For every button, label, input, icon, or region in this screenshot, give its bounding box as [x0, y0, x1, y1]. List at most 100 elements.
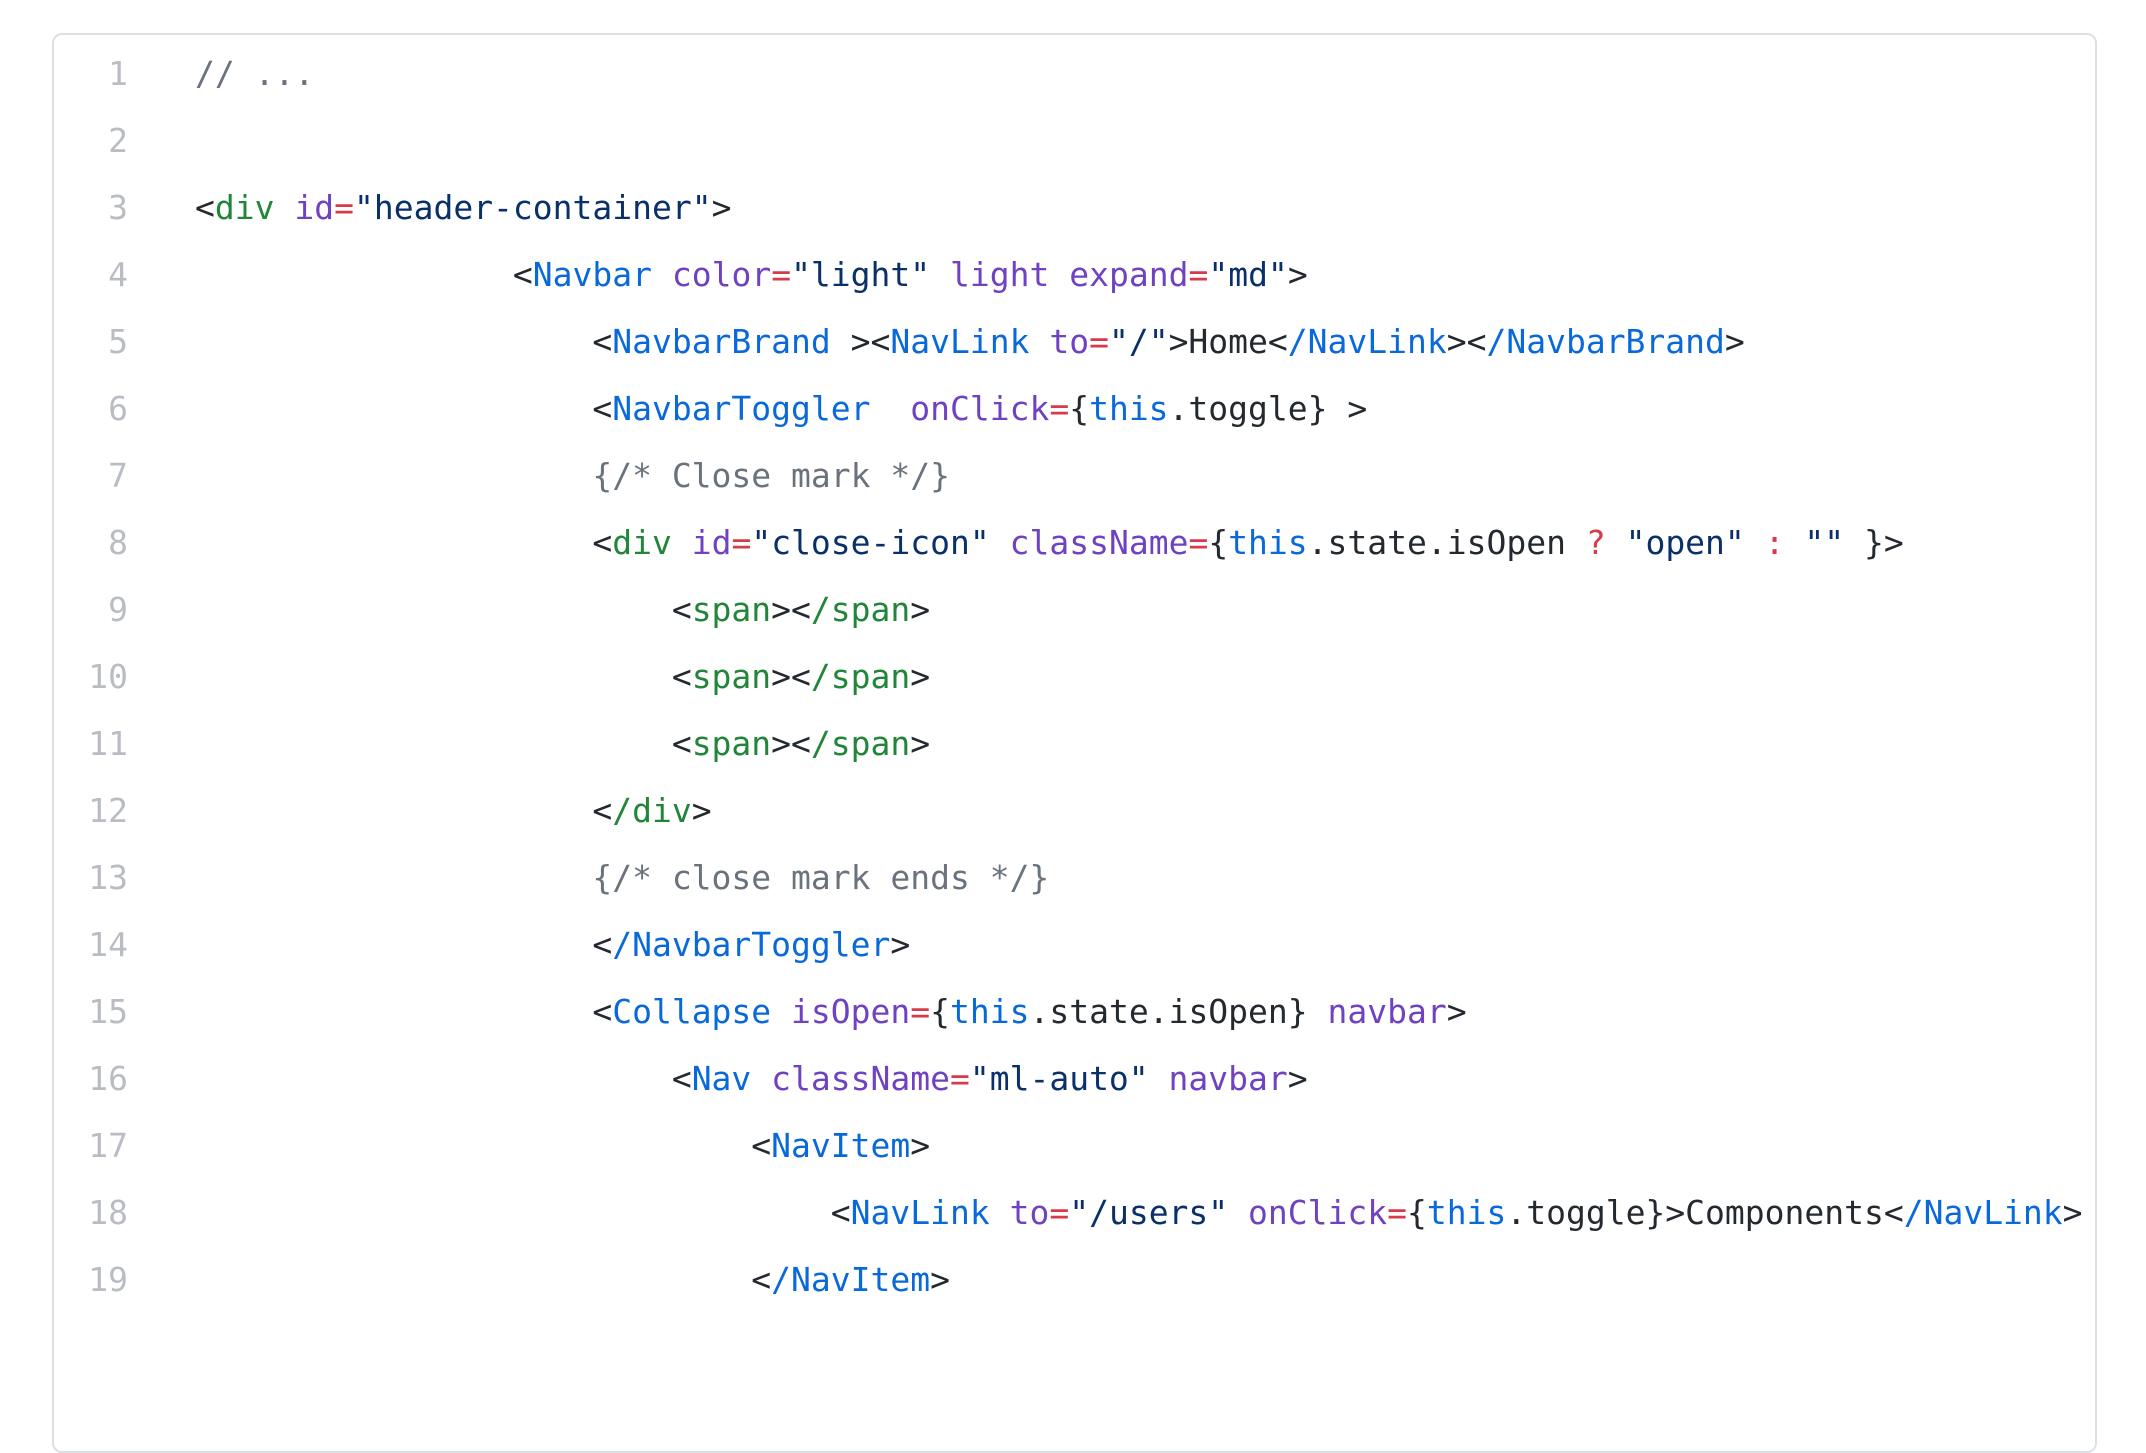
token-string: ""	[1804, 523, 1845, 562]
code-line-content: <div id="header-container">	[128, 174, 731, 241]
token-text: >	[1287, 255, 1308, 294]
line-number: 3	[108, 188, 128, 227]
token-attribute: to	[1049, 322, 1090, 361]
line-number: 15	[88, 992, 128, 1031]
token-text	[1745, 523, 1765, 562]
token-string: "/"	[1108, 322, 1169, 361]
token-text: .state.isOpen	[1307, 523, 1586, 562]
code-line: 4<Navbar color="light" light expand="md"…	[54, 241, 2095, 308]
token-text: ><	[1446, 322, 1487, 361]
line-number: 2	[108, 121, 128, 160]
code-line-content: </NavItem>	[128, 1246, 950, 1313]
token-string: "light"	[791, 255, 931, 294]
token-text: ><	[771, 657, 811, 696]
token-text: {	[1208, 523, 1229, 562]
token-text	[274, 188, 294, 227]
token-string: "ml-auto"	[969, 1059, 1149, 1098]
code-line-content: </NavbarToggler>	[128, 911, 910, 978]
code-line: 11<span></span>	[54, 710, 2095, 777]
token-attribute: className	[1009, 523, 1189, 562]
token-tag: span	[691, 657, 772, 696]
line-number: 8	[108, 523, 128, 562]
line-number: 18	[88, 1193, 128, 1232]
token-text: >	[1287, 1059, 1308, 1098]
token-attribute: onClick	[1248, 1193, 1388, 1232]
token-attribute: id	[294, 188, 335, 227]
token-text: {	[930, 992, 951, 1031]
token-component: /NavbarToggler	[612, 925, 891, 964]
code-line: 8<div id="close-icon" className={this.st…	[54, 509, 2095, 576]
token-text	[1149, 1059, 1169, 1098]
token-text: >	[691, 791, 712, 830]
token-attribute: light	[950, 255, 1050, 294]
token-component: NavbarToggler	[612, 389, 871, 428]
token-component: NavItem	[771, 1126, 911, 1165]
line-number: 1	[108, 54, 128, 93]
token-text: >	[711, 188, 732, 227]
token-component: Collapse	[612, 992, 772, 1031]
token-text	[930, 255, 950, 294]
token-text: >	[910, 724, 931, 763]
token-keyword: this	[1426, 1193, 1507, 1232]
token-keyword: this	[1228, 523, 1308, 562]
line-number: 16	[88, 1059, 128, 1098]
token-text: <	[751, 1126, 772, 1165]
token-attribute: navbar	[1168, 1059, 1288, 1098]
code-line-content: <NavItem>	[128, 1112, 930, 1179]
token-text: >	[890, 925, 911, 964]
token-text	[652, 255, 672, 294]
token-attribute: expand	[1069, 255, 1189, 294]
code-line: 9<span></span>	[54, 576, 2095, 643]
token-text: >	[2062, 1193, 2083, 1232]
token-keyword: this	[1089, 389, 1169, 428]
token-text: .state.isOpen}	[1029, 992, 1328, 1031]
token-text: <	[751, 1260, 772, 1299]
line-number: 19	[88, 1260, 128, 1299]
token-text: >	[910, 1126, 931, 1165]
token-text	[672, 523, 692, 562]
code-line: 12</div>	[54, 777, 2095, 844]
token-text: ><	[830, 322, 891, 361]
token-string: "md"	[1208, 255, 1288, 294]
token-text	[771, 992, 791, 1031]
token-operator: =	[949, 1059, 970, 1098]
code-line-content: // ...	[128, 40, 314, 107]
token-tag: /span	[810, 724, 911, 763]
token-tag: /span	[810, 657, 911, 696]
code-line-content: <div id="close-icon" className={this.sta…	[128, 509, 1903, 576]
line-number: 13	[88, 858, 128, 897]
code-line: 19</NavItem>	[54, 1246, 2095, 1313]
token-text	[1049, 255, 1069, 294]
token-text	[1029, 322, 1049, 361]
code-line: 2	[54, 107, 2095, 174]
line-number: 4	[108, 255, 128, 294]
token-component: /NavLink	[1287, 322, 1447, 361]
code-line: 3<div id="header-container">	[54, 174, 2095, 241]
line-number: 14	[88, 925, 128, 964]
token-text: <	[512, 255, 533, 294]
token-tag: div	[612, 523, 672, 562]
code-line: 13 {/* close mark ends */}	[54, 844, 2095, 911]
token-text: <	[592, 992, 613, 1031]
token-component: NavLink	[890, 322, 1030, 361]
code-line-content: </div>	[128, 777, 712, 844]
code-line-content: {/* close mark ends */}	[128, 844, 1049, 911]
code-line: 17<NavItem>	[54, 1112, 2095, 1179]
token-attribute: navbar	[1327, 992, 1447, 1031]
token-component: /NavLink	[1903, 1193, 2063, 1232]
token-operator: =	[1089, 322, 1109, 361]
token-text: >	[930, 1260, 950, 1299]
token-text: {	[1407, 1193, 1427, 1232]
token-text: <	[671, 590, 692, 629]
line-number: 12	[88, 791, 128, 830]
token-operator: =	[1387, 1193, 1407, 1232]
token-text: <	[195, 188, 215, 227]
token-component: NavLink	[850, 1193, 990, 1232]
token-comment: {/* close mark ends */}	[592, 858, 1050, 897]
token-operator: =	[771, 255, 792, 294]
token-text: .toggle} >	[1168, 389, 1368, 428]
token-text	[990, 1193, 1010, 1232]
code-line-content: <span></span>	[128, 643, 930, 710]
